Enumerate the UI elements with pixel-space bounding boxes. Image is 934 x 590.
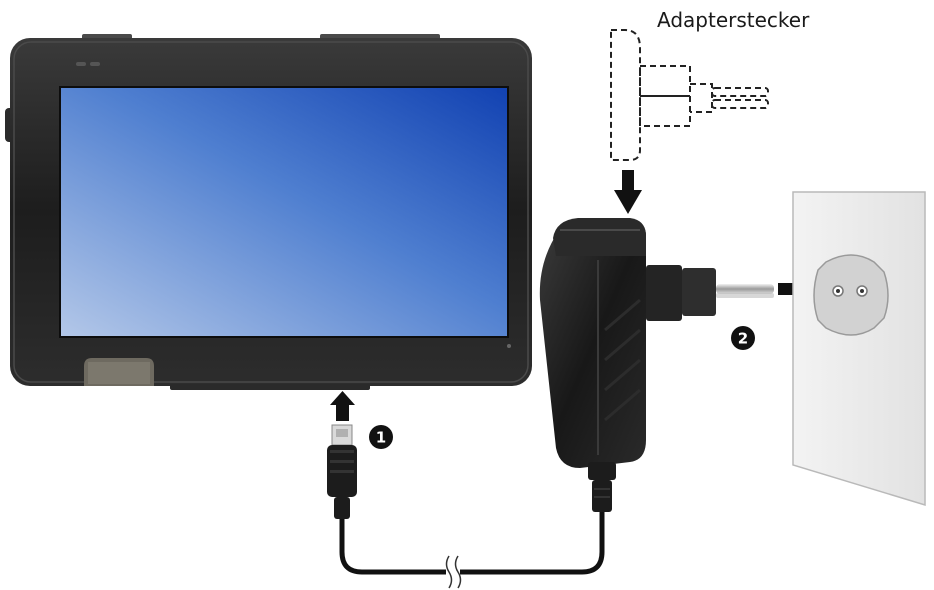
socket-hole-center [836,289,840,293]
charger-ridge [594,488,610,490]
arrow-up-icon [330,391,355,421]
socket-hole-center [860,289,864,293]
step-1-badge: 1 [369,425,393,449]
charger-pin-shade [716,293,774,298]
device-bottom-button-highlight [88,362,150,384]
wall-outlet [792,191,926,507]
speaker-icon [76,62,86,66]
wall-plate [792,191,926,507]
adapter-plug-outline [610,29,769,161]
device-screen [61,88,507,336]
charger-ridge [594,496,610,498]
charger-neck [588,462,616,480]
step-1-number: 1 [376,429,386,447]
device-bottom-edge [170,384,370,390]
navigation-device [5,34,532,390]
adapter-label: Adapterstecker [657,8,810,32]
cable-break-mark [454,555,462,589]
arrow-down-icon [614,170,642,214]
charger-body [539,222,646,468]
step-2-badge: 2 [731,326,755,350]
speaker-icon [90,62,100,66]
charger-texture [604,298,641,422]
light-sensor [507,344,511,348]
cable-break [446,555,460,590]
socket-face [813,254,889,336]
mini-usb-plug [327,424,357,519]
power-adapter [539,218,774,512]
charger-plug-collar [682,268,716,316]
charger-top [553,218,646,256]
step-2-number: 2 [738,330,748,348]
device-bezel-edge [13,41,529,383]
cable-break-mark [445,555,453,589]
charging-cable [339,510,605,575]
charger-plug-block [646,265,682,321]
charger-pin [716,284,774,294]
